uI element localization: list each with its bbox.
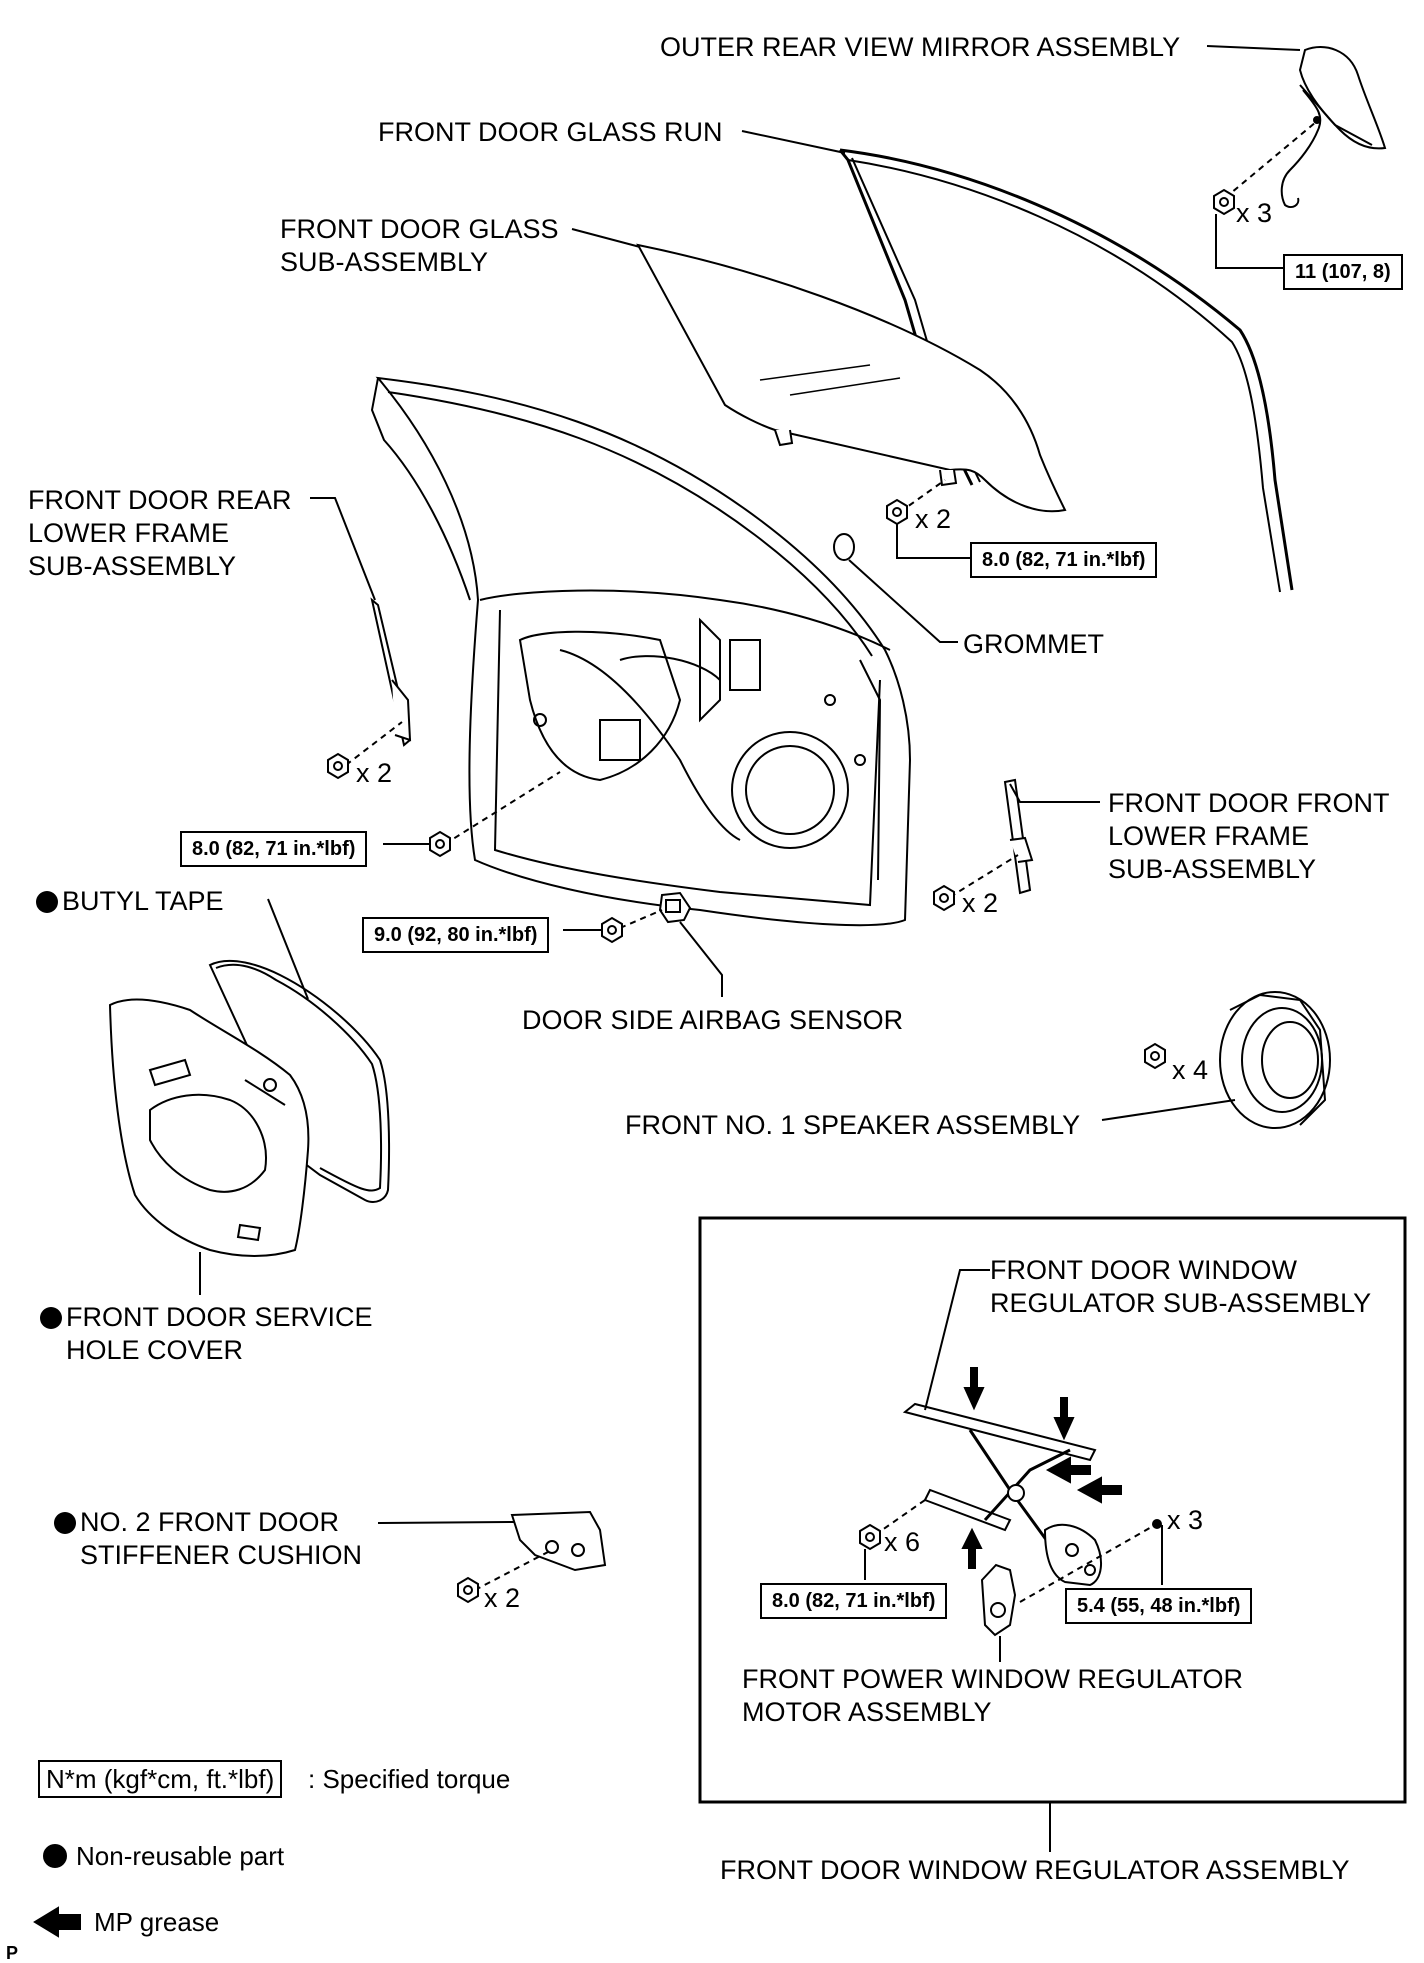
qty-mirror: x 3 (1236, 198, 1273, 228)
glass-bolt-dash (899, 479, 946, 513)
mirror-bolt-icon (1213, 188, 1235, 216)
cushion-illustration (510, 1510, 607, 1572)
label-front-frame-line1: FRONT DOOR FRONT (1108, 788, 1390, 818)
glass-run-leader (741, 130, 846, 154)
qty-cushion: x 2 (484, 1583, 521, 1613)
label-motor-line1: FRONT POWER WINDOW REGULATOR (742, 1664, 1244, 1694)
door-bolt-icon (429, 830, 451, 858)
label-front-frame-line3: SUB-ASSEMBLY (1108, 854, 1317, 884)
rear-frame-illustration (370, 597, 412, 747)
airbag-bolt-icon (601, 916, 623, 944)
qty-motor: x 3 (1167, 1505, 1204, 1535)
label-regulator-sub-line2: REGULATOR SUB-ASSEMBLY (990, 1288, 1372, 1318)
grommet-illustration (833, 533, 855, 561)
airbag-leader (679, 921, 723, 997)
label-glass-line2: SUB-ASSEMBLY (280, 247, 489, 277)
butyl-tape-outline (215, 963, 383, 1192)
mirror-illustration (1280, 46, 1387, 208)
label-speaker: FRONT NO. 1 SPEAKER ASSEMBLY (625, 1110, 1081, 1140)
torque-door-bolt: 8.0 (82, 71 in.*lbf) (180, 831, 368, 867)
mirror-bolt-dash (1224, 121, 1317, 199)
label-rear-frame-line3: SUB-ASSEMBLY (28, 551, 237, 581)
label-cushion-line1: NO. 2 FRONT DOOR (80, 1507, 340, 1537)
label-hole-cover: FRONT DOOR SERVICE (40, 1300, 373, 1334)
qty-rear-frame: x 2 (356, 758, 393, 788)
label-butyl: BUTYL TAPE (36, 884, 224, 918)
glass-torque-leader (896, 524, 970, 559)
hole-cover-illustration (108, 998, 310, 1257)
front-frame-bolt-dash (949, 854, 1019, 898)
rear-frame-leader (310, 497, 376, 601)
label-hole-cover-line2: HOLE COVER (66, 1335, 244, 1365)
label-cushion-line2: STIFFENER CUSHION (80, 1540, 363, 1570)
glass-leader (571, 228, 641, 248)
torque-airbag: 9.0 (92, 80 in.*lbf) (362, 917, 550, 953)
torque-glass: 8.0 (82, 71 in.*lbf) (970, 542, 1158, 578)
label-rear-frame-line2: LOWER FRAME (28, 518, 230, 548)
qty-regulator-bolt: x 6 (884, 1527, 921, 1557)
corner-mark: P (6, 1943, 19, 1963)
label-mirror: OUTER REAR VIEW MIRROR ASSEMBLY (660, 32, 1181, 62)
label-regulator-assy: FRONT DOOR WINDOW REGULATOR ASSEMBLY (720, 1855, 1350, 1885)
legend-non-reusable: Non-reusable part (76, 1841, 285, 1871)
mirror-torque-leader (1215, 214, 1283, 269)
legend-arrow-icon (33, 1906, 81, 1938)
legend-grease: MP grease (94, 1907, 220, 1937)
butyl-tape-illustration (208, 959, 391, 1203)
non-reusable-dot-icon (36, 891, 58, 913)
motor-bolt-dash (1019, 1524, 1156, 1603)
qty-speaker: x 4 (1172, 1055, 1209, 1085)
mirror-leader (1206, 45, 1301, 51)
label-motor-line2: MOTOR ASSEMBLY (742, 1697, 992, 1727)
airbag-sensor-illustration (658, 891, 692, 924)
butyl-leader (267, 898, 309, 1000)
torque-mirror: 11 (107, 8) (1283, 254, 1403, 290)
label-rear-frame-line1: FRONT DOOR REAR (28, 485, 292, 515)
front-frame-leader (1009, 783, 1100, 803)
rear-frame-bolt-icon (327, 752, 349, 780)
glass-illustration (636, 243, 1067, 513)
regulator-sub-leader (924, 1269, 990, 1411)
label-hole-cover-line1: FRONT DOOR SERVICE (66, 1302, 373, 1332)
regulator-bolt-icon (859, 1523, 881, 1551)
qty-glass: x 2 (915, 504, 952, 534)
label-cushion: NO. 2 FRONT DOOR (54, 1505, 339, 1539)
motor-bolt-icon (1152, 1519, 1162, 1529)
speaker-bolt-icon (1144, 1042, 1166, 1070)
cushion-leader (377, 1521, 516, 1524)
label-regulator-sub-line1: FRONT DOOR WINDOW (990, 1255, 1297, 1285)
non-reusable-dot-icon (54, 1512, 76, 1534)
grommet-leader (848, 559, 958, 643)
front-frame-bolt-icon (933, 884, 955, 912)
glass-bolt-icon (886, 498, 908, 526)
cushion-bolt-icon (457, 1576, 479, 1604)
label-glass-line1: FRONT DOOR GLASS (280, 214, 559, 244)
door-bolt-dash (444, 771, 561, 845)
non-reusable-dot-icon (40, 1307, 62, 1329)
legend-dot-icon (43, 1844, 67, 1868)
door-panel-illustration (370, 376, 912, 927)
label-front-frame-line2: LOWER FRAME (1108, 821, 1310, 851)
regulator-illustration (902, 1402, 1102, 1587)
label-glass-run: FRONT DOOR GLASS RUN (378, 117, 723, 147)
label-grommet: GROMMET (963, 629, 1104, 659)
legend-torque-box: N*m (kgf*cm, ft.*lbf) (38, 1760, 283, 1798)
torque-motor: 5.4 (55, 48 in.*lbf) (1065, 1588, 1253, 1624)
legend-torque-desc: : Specified torque (308, 1764, 511, 1794)
cushion-bolt-dash (474, 1551, 549, 1591)
qty-front-frame: x 2 (962, 888, 999, 918)
rear-frame-bolt-dash (345, 721, 403, 766)
label-butyl-text: BUTYL TAPE (62, 886, 224, 916)
front-frame-illustration (1003, 778, 1034, 895)
motor-illustration (980, 1563, 1017, 1637)
grease-arrows (961, 1367, 1122, 1569)
airbag-bolt-dash (619, 909, 663, 929)
regulator-box (698, 1216, 1407, 1804)
speaker-leader (1101, 1099, 1236, 1121)
label-airbag: DOOR SIDE AIRBAG SENSOR (522, 1005, 904, 1035)
speaker-illustration (1219, 991, 1331, 1129)
torque-regulator-bolt: 8.0 (82, 71 in.*lbf) (760, 1583, 948, 1619)
